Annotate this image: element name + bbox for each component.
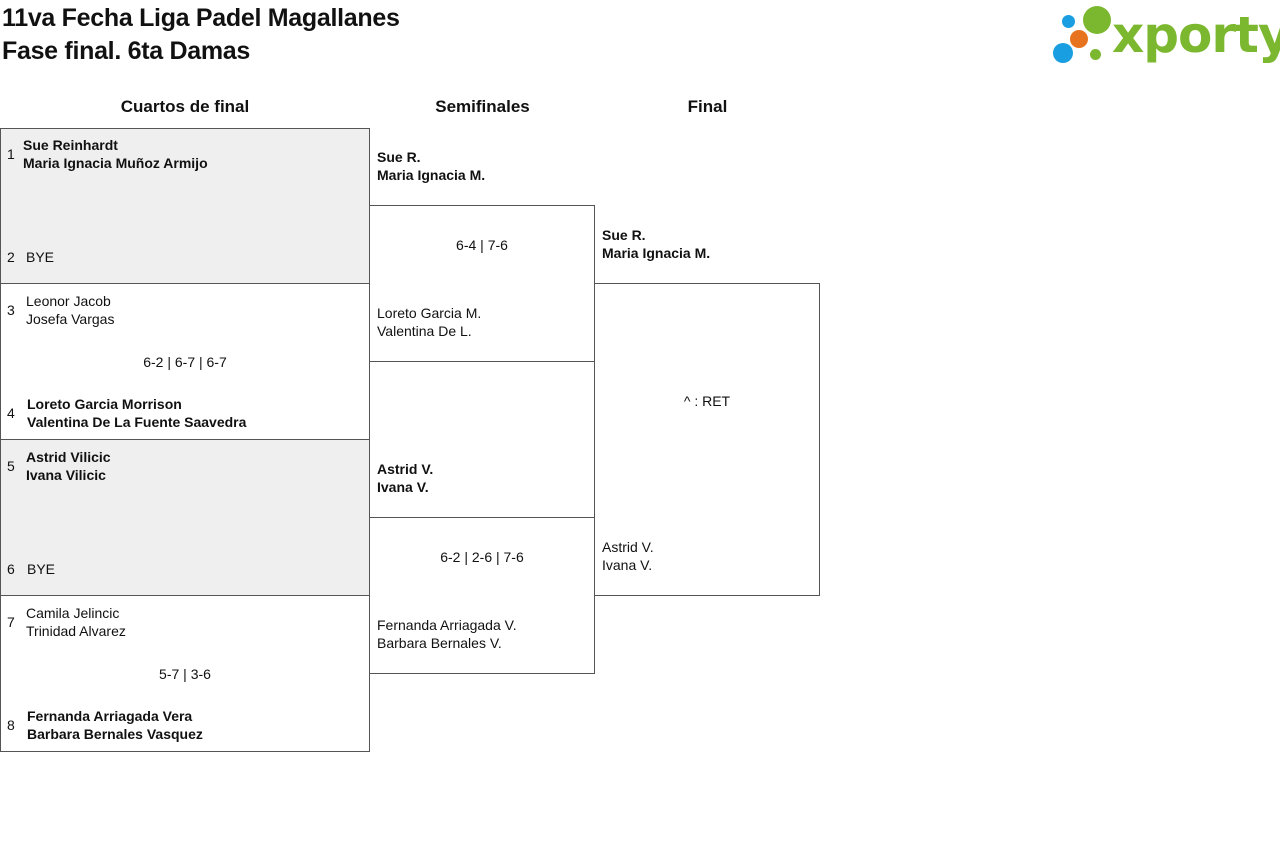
logo-dot-orange bbox=[1070, 30, 1088, 48]
player-name: Ivana Vilicic bbox=[26, 467, 106, 483]
player-name: Ivana V. bbox=[377, 479, 429, 495]
match-score: 6-2 | 6-7 | 6-7 bbox=[143, 354, 227, 370]
page-title: 11va Fecha Liga Padel Magallanes bbox=[2, 4, 400, 32]
player-name: Sue Reinhardt bbox=[23, 137, 118, 153]
player-name: Astrid V. bbox=[602, 539, 654, 555]
player-name: Camila Jelincic bbox=[26, 605, 120, 621]
player-name: Sue R. bbox=[377, 149, 421, 165]
match-score: 5-7 | 3-6 bbox=[159, 666, 211, 682]
semifinal-match-2 bbox=[369, 517, 595, 674]
player-name: Trinidad Alvarez bbox=[26, 623, 126, 639]
player-name: Loreto Garcia Morrison bbox=[27, 396, 182, 412]
quarterfinal-match-4 bbox=[0, 595, 370, 752]
seed-number: 4 bbox=[7, 405, 15, 421]
player-name: Leonor Jacob bbox=[26, 293, 111, 309]
logo-text: xporty bbox=[1112, 6, 1280, 64]
round-header-semifinals: Semifinales bbox=[435, 97, 530, 116]
player-name: Josefa Vargas bbox=[26, 311, 115, 327]
quarterfinal-match-2 bbox=[0, 283, 370, 440]
page-subtitle: Fase final. 6ta Damas bbox=[2, 37, 250, 65]
round-header-final: Final bbox=[687, 97, 728, 116]
logo-dot-blue bbox=[1053, 43, 1073, 63]
seed-number: 1 bbox=[7, 146, 15, 162]
match-score: 6-2 | 2-6 | 7-6 bbox=[440, 549, 524, 565]
seed-number: 5 bbox=[7, 458, 15, 474]
xporty-logo[interactable]: xporty bbox=[1052, 4, 1280, 66]
logo-dot-blue-small bbox=[1062, 15, 1075, 28]
player-name: Maria Ignacia M. bbox=[377, 167, 486, 183]
semifinal-match-1 bbox=[369, 205, 595, 362]
logo-dot-green bbox=[1083, 6, 1111, 34]
seed-number: 6 bbox=[7, 561, 15, 577]
player-name: Valentina De La Fuente Saavedra bbox=[27, 414, 247, 430]
match-score: 6-4 | 7-6 bbox=[456, 237, 508, 253]
player-name: Barbara Bernales Vasquez bbox=[27, 726, 203, 742]
logo-dot-green-small bbox=[1090, 49, 1101, 60]
player-name: Ivana V. bbox=[602, 557, 653, 573]
player-name: Barbara Bernales V. bbox=[377, 635, 502, 651]
quarterfinal-match-1 bbox=[0, 128, 370, 284]
bye-label: BYE bbox=[26, 249, 55, 265]
seed-number: 3 bbox=[7, 302, 15, 318]
seed-number: 7 bbox=[7, 614, 15, 630]
final-match bbox=[594, 283, 820, 596]
seed-number: 2 bbox=[7, 249, 15, 265]
player-name: Maria Ignacia M. bbox=[602, 245, 711, 261]
match-score: ^ : RET bbox=[683, 393, 731, 409]
player-name: Sue R. bbox=[602, 227, 646, 243]
round-header-quarterfinals: Cuartos de final bbox=[120, 97, 250, 116]
player-name: Valentina De L. bbox=[377, 323, 472, 339]
bye-label: BYE bbox=[27, 561, 56, 577]
player-name: Astrid V. bbox=[377, 461, 434, 477]
player-name: Fernanda Arriagada V. bbox=[377, 617, 517, 633]
player-name: Fernanda Arriagada Vera bbox=[27, 708, 193, 724]
player-name: Astrid Vilicic bbox=[26, 449, 111, 465]
seed-number: 8 bbox=[7, 717, 15, 733]
player-name: Loreto Garcia M. bbox=[377, 305, 482, 321]
player-name: Maria Ignacia Muñoz Armijo bbox=[23, 155, 208, 171]
